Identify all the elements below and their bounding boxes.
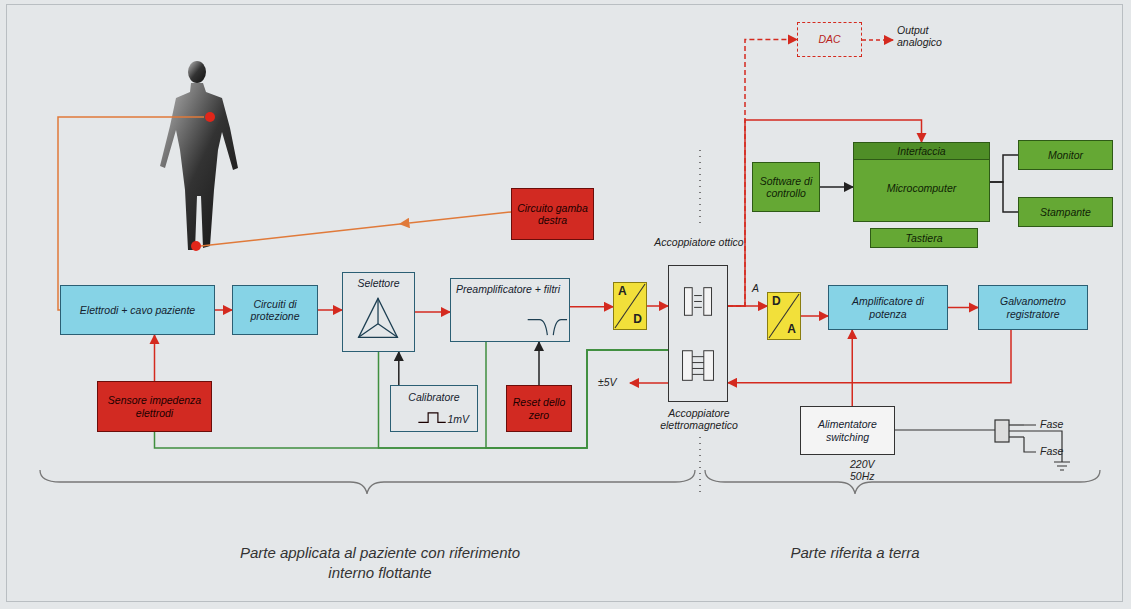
connector (801, 315, 828, 317)
chest-lead (58, 117, 204, 310)
section-caption: Parte applicata al paziente con riferime… (220, 543, 540, 584)
selector-box: Selettore (342, 272, 415, 352)
box-label: Alimentatore switching (805, 418, 890, 442)
leg-lead (201, 224, 400, 246)
converter-box: DA (767, 292, 801, 340)
connector (990, 155, 1018, 182)
connector (538, 342, 540, 385)
box-label: Tastiera (906, 232, 943, 244)
box-label: Interfaccia (854, 143, 989, 160)
connector (647, 305, 668, 307)
auxiliary-circuit-box: Sensore impedenza elettrodi (97, 381, 212, 432)
box-label: Accoppiatore elettromagnetico (639, 407, 759, 431)
process-box: Galvanometro registratore (978, 285, 1088, 330)
converter-box: AD (613, 282, 647, 330)
section-brace (40, 470, 1100, 494)
signal-label: A (752, 282, 766, 294)
computer-box: Software di controllo (752, 162, 820, 212)
box-label: D (772, 295, 781, 309)
auxiliary-circuit-box: Reset dello zero (506, 385, 572, 432)
box-label: Software di controllo (757, 175, 815, 199)
connector (990, 182, 1018, 212)
signal-label: Fase (1040, 445, 1080, 457)
connector (379, 350, 669, 448)
box-label: Circuiti di protezione (237, 298, 313, 322)
connector (154, 335, 156, 381)
process-box: Circuiti di protezione (232, 285, 318, 335)
connector (486, 342, 668, 448)
auxiliary-circuit-box: Circuito gamba destra (511, 188, 594, 240)
box-label: A (787, 323, 796, 337)
connector (570, 306, 613, 308)
box-label: Stampante (1040, 206, 1091, 218)
symbol (669, 266, 727, 401)
supply-arrow (630, 382, 668, 384)
connector (155, 350, 669, 448)
process-box: Elettrodi + cavo paziente (60, 285, 215, 335)
connector (820, 186, 853, 188)
leg-lead (400, 212, 511, 224)
signal-label: ±5V (598, 376, 628, 388)
box-label: Amplificatore di potenza (833, 295, 943, 319)
box-label: Preamplificatore + filtri (456, 283, 560, 295)
microcomputer-box: InterfacciaMicrocomputer (853, 142, 990, 222)
preamplifier-box: Preamplificatore + filtri (450, 278, 570, 342)
connector (398, 352, 400, 385)
power-supply-box: Alimentatore switching (800, 406, 895, 455)
patient-figure (160, 61, 238, 251)
isolation-barrier (699, 150, 701, 495)
box-label: Accoppiatore ottico (639, 236, 759, 248)
box-label: D (633, 313, 642, 327)
signal-label: Fase (1040, 418, 1080, 430)
connector (215, 309, 232, 311)
computer-box: Monitor (1018, 140, 1113, 170)
process-box: Amplificatore di potenza (828, 285, 948, 330)
signal-label: 220V 50Hz (850, 458, 890, 482)
box-label: Calibratore (408, 391, 459, 403)
box-label: A (618, 285, 627, 299)
computer-box: Tastiera (870, 228, 978, 248)
box-label: Microcomputer (854, 182, 989, 194)
box-label: Monitor (1048, 149, 1083, 161)
box-label: DAC (818, 33, 840, 45)
section-caption: Parte riferita a terra (745, 543, 965, 563)
box-label: Sensore impedenza elettrodi (102, 394, 207, 418)
box-label: 1mV (447, 413, 469, 425)
computer-box: Stampante (1018, 197, 1113, 227)
connector (852, 330, 854, 406)
isolation-coupler: Accoppiatore otticoAccoppiatore elettrom… (668, 265, 728, 402)
calibrator-box: Calibratore 1mV (390, 385, 478, 432)
box-label: Reset dello zero (511, 396, 567, 420)
analog-output-arrow (862, 39, 893, 41)
connector (948, 307, 978, 309)
box-label: Circuito gamba destra (516, 202, 589, 226)
box-label: Galvanometro registratore (983, 295, 1083, 319)
signal-label: Output analogico (897, 24, 959, 48)
converter-box: DAC (797, 22, 862, 57)
box-label: Selettore (357, 277, 399, 289)
box-label: Elettrodi + cavo paziente (80, 304, 195, 316)
connector (415, 311, 450, 313)
connector (318, 309, 342, 311)
